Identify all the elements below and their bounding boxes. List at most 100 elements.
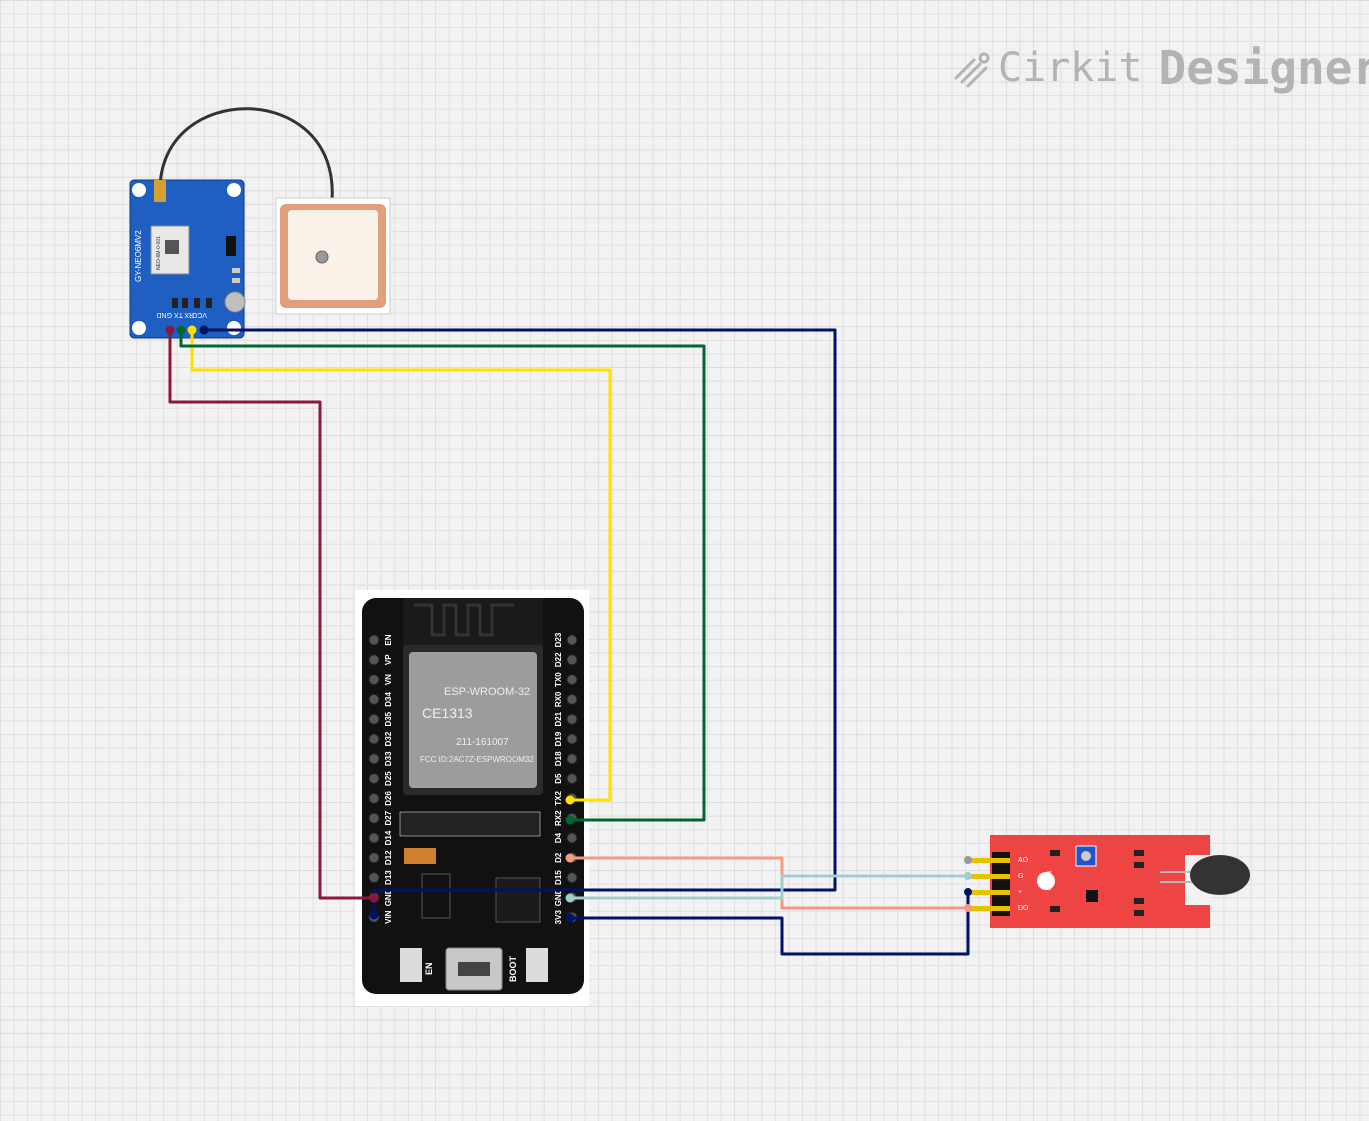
esp32-ce-mark: CE1313: [422, 705, 473, 721]
wire-flame-plus-to-esp32-3v3[interactable]: [570, 892, 970, 956]
esp32-pin-label-d14: D14: [384, 830, 393, 845]
esp32-module-name: ESP-WROOM-32: [444, 686, 530, 698]
esp32-pin-label-gnd: GND: [384, 888, 393, 906]
esp32-pin-d34[interactable]: [368, 693, 380, 705]
esp32-pin-d19[interactable]: [566, 733, 578, 745]
flame-pin-do[interactable]: [968, 906, 1010, 911]
gps-mount-hole: [132, 321, 146, 335]
esp32-pin-label-d18: D18: [554, 751, 563, 766]
gps-smd: [206, 298, 212, 308]
flame-pin-g[interactable]: [968, 874, 1010, 879]
esp32-regulator: [421, 873, 451, 919]
flame-sensor-comparator: [1086, 890, 1098, 902]
esp32-usb-uart-chip: [495, 877, 541, 923]
flame-sensor-module[interactable]: Keyes AO G + DO: [968, 835, 1250, 928]
esp32-pin-label-vp: VP: [384, 654, 393, 665]
esp32-fcc-id: FCC ID:2AC7Z-ESPWROOM32: [420, 755, 534, 764]
gps-smd: [194, 298, 200, 308]
wire-flame-do-to-esp32-d2[interactable]: [570, 856, 968, 910]
gps-module[interactable]: NEO-6M-0-001 GY-NEO6MV2 VCC RX TX GND: [129, 107, 334, 339]
wire-flame-g-to-esp32-gnd[interactable]: [570, 874, 968, 900]
esp32-tantalum-cap: [404, 848, 436, 864]
esp32-can: [409, 652, 537, 788]
endpoint-esp-d2: [565, 853, 575, 863]
esp32-pin-vn[interactable]: [368, 674, 380, 686]
esp32-pin-d23[interactable]: [566, 634, 578, 646]
gps-pin-label-rx: RX: [184, 311, 194, 318]
esp32-pin-label-vin: VIN: [384, 910, 393, 924]
esp32-board[interactable]: ESP-WROOM-32 CE1313 211-161007 FCC ID:2A…: [355, 590, 589, 1006]
flame-pin-plus[interactable]: [968, 890, 1010, 895]
esp32-pin-label-d33: D33: [384, 751, 393, 766]
wire-gps-gnd-to-esp32-gnd[interactable]: [168, 330, 374, 900]
gps-mount-hole: [227, 321, 241, 335]
esp32-pin-label-d13: D13: [384, 870, 393, 885]
esp32-pin-d22[interactable]: [566, 654, 578, 666]
esp32-pin-label-d27: D27: [384, 810, 393, 825]
gps-smd: [172, 298, 178, 308]
esp32-resistor-array: [399, 811, 541, 837]
esp32-pin-label-tx0: TX0: [554, 672, 563, 687]
esp32-boot-button[interactable]: [526, 948, 548, 982]
esp32-pin-label-vn: VN: [384, 674, 393, 685]
esp32-pin-vp[interactable]: [368, 654, 380, 666]
gps-chip-text: NEO-6M-0-001: [156, 236, 162, 270]
endpoint-gps-gnd: [165, 325, 175, 335]
esp32-pin-d27[interactable]: [368, 812, 380, 824]
patch-antenna-top: [288, 210, 378, 300]
endpoint-gps-vcc: [199, 325, 209, 335]
flame-sensor-hole: [1037, 872, 1055, 890]
gps-patch-antenna[interactable]: [275, 197, 391, 315]
flame-sensor-smd: [1134, 898, 1144, 904]
endpoint-esp-vin: [369, 910, 379, 920]
gps-pin-label-tx: TX: [174, 311, 183, 318]
esp32-pin-d18[interactable]: [566, 753, 578, 765]
esp32-boot-label: BOOT: [508, 955, 518, 982]
endpoint-esp-gnd-left: [369, 893, 379, 903]
esp32-pin-d21[interactable]: [566, 713, 578, 725]
esp32-pin-label-d5: D5: [554, 773, 563, 784]
esp32-pin-d33[interactable]: [368, 753, 380, 765]
patch-antenna-feed: [315, 250, 329, 264]
esp32-pin-label-gnd: GND: [554, 888, 563, 906]
esp32-pin-label-rx2: RX2: [554, 810, 563, 826]
esp32-pin-en[interactable]: [368, 634, 380, 646]
esp32-pin-d32[interactable]: [368, 733, 380, 745]
logo-text-designer: Designer: [1158, 41, 1369, 95]
endpoint-flame-g: [964, 872, 972, 880]
esp32-pin-d4[interactable]: [566, 832, 578, 844]
gps-smd: [232, 278, 240, 283]
endpoint-esp-3v3: [565, 913, 575, 923]
esp32-pin-d26[interactable]: [368, 792, 380, 804]
wire-gps-tx-to-esp32-rx2[interactable]: [179, 330, 706, 822]
esp32-pin-tx0[interactable]: [566, 674, 578, 686]
wire-gps-rx-to-esp32-tx2[interactable]: [190, 330, 612, 802]
cirkit-designer-logo: Cirkit Designer: [952, 38, 1369, 98]
endpoint-flame-ao: [964, 856, 972, 864]
gps-battery: [224, 291, 246, 313]
flame-sensor-smd: [1134, 910, 1144, 916]
wire-endpoints: [165, 325, 972, 923]
flame-pin-ao[interactable]: [968, 858, 1010, 863]
flame-sensor-smd: [1050, 906, 1060, 912]
esp32-pin-label-d15: D15: [554, 870, 563, 885]
esp32-pin-d13[interactable]: [368, 872, 380, 884]
esp32-en-button[interactable]: [400, 948, 422, 982]
esp32-pin-d14[interactable]: [368, 832, 380, 844]
esp32-pin-label-tx2: TX2: [554, 791, 563, 806]
esp32-pin-d5[interactable]: [566, 773, 578, 785]
endpoint-gps-rx: [187, 325, 197, 335]
esp32-pin-d12[interactable]: [368, 852, 380, 864]
esp32-pin-d15[interactable]: [566, 872, 578, 884]
esp32-en-label: EN: [424, 962, 434, 975]
esp32-pin-d25[interactable]: [368, 773, 380, 785]
esp32-pin-label-d2: D2: [554, 852, 563, 863]
gps-ic: [226, 236, 236, 256]
esp32-pin-label-d23: D23: [554, 632, 563, 647]
esp32-pin-rx0[interactable]: [566, 693, 578, 705]
esp32-pin-label-d19: D19: [554, 731, 563, 746]
esp32-usb-opening: [458, 962, 490, 976]
flame-pin-label-do: DO: [1018, 905, 1029, 912]
gps-ufl-connector: [154, 180, 166, 202]
esp32-pin-d35[interactable]: [368, 713, 380, 725]
